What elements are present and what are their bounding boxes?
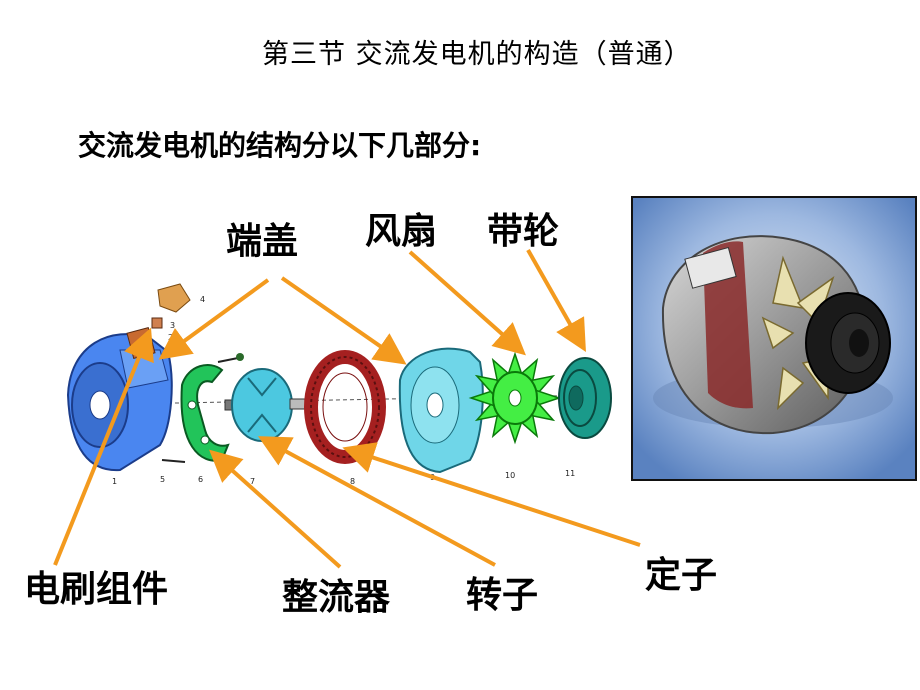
rotor-part (224, 368, 311, 442)
part-number: 6 (198, 475, 203, 484)
rectifier-part (161, 353, 244, 463)
front-cover-part (398, 347, 484, 474)
part-number: 3 (170, 321, 175, 330)
part-number: 8 (350, 477, 355, 486)
part-number: 10 (505, 471, 515, 480)
alternator-photo (631, 196, 917, 481)
label-end-cover: 端盖 (226, 221, 299, 262)
label-brush-assembly: 电刷组件 (24, 569, 169, 610)
fan-part (468, 351, 562, 445)
part-number: 2 (168, 333, 173, 342)
label-fan: 风扇 (365, 211, 438, 252)
part-number: 4 (200, 295, 205, 304)
part-number: 11 (565, 469, 575, 478)
part-number: 1 (112, 477, 117, 486)
stator-part (304, 350, 386, 464)
part-number: 7 (250, 477, 255, 486)
slide-subtitle: 交流发电机的结构分以下几部分: (78, 129, 482, 162)
label-rectifier: 整流器 (282, 577, 391, 618)
callout-arrows (53, 249, 641, 569)
label-pulley: 带轮 (487, 211, 560, 252)
label-rotor: 转子 (466, 575, 539, 616)
slide-title: 第三节 交流发电机的构造（普通） (262, 39, 692, 70)
part-number: 5 (160, 475, 165, 484)
pulley-part (558, 357, 612, 439)
label-stator: 定子 (645, 555, 718, 596)
